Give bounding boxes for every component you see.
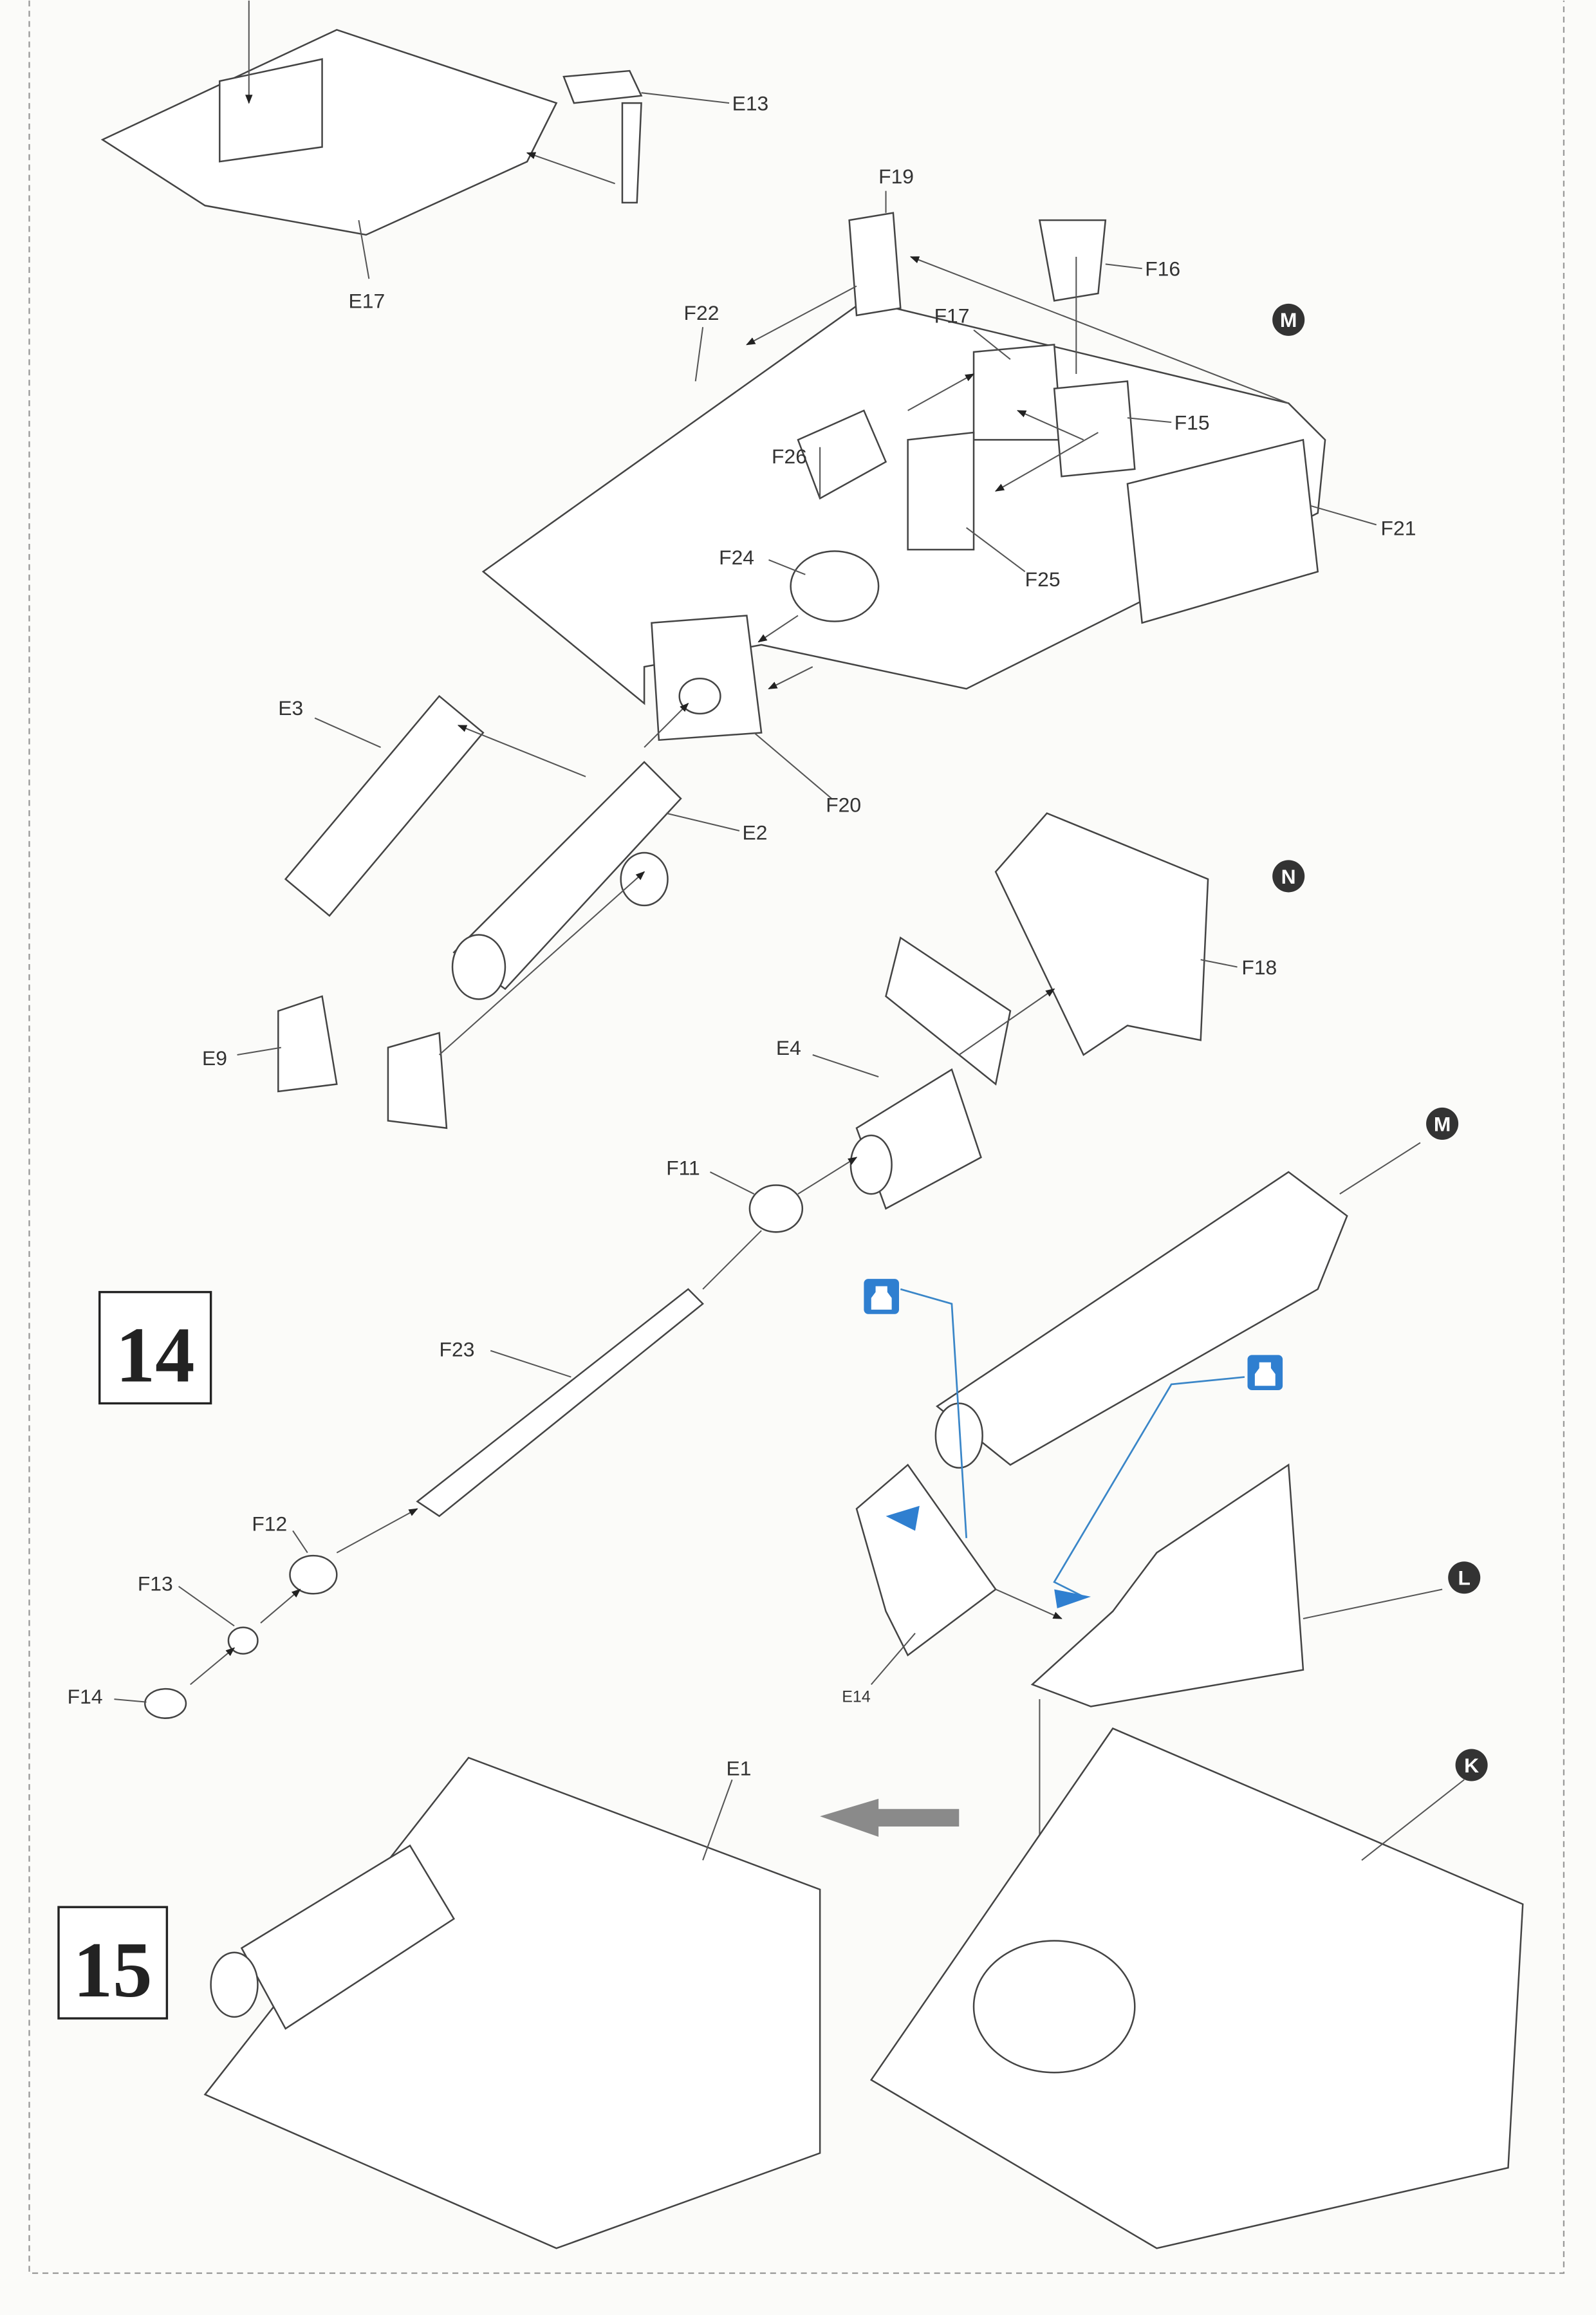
part-label: E14 (842, 1688, 871, 1706)
part-label: F22 (684, 301, 719, 324)
svg-text:M: M (1280, 308, 1297, 331)
part-label: F13 (138, 1572, 173, 1595)
floor-assembly-top (100, 0, 730, 279)
glue-bottle-icon (1247, 1355, 1283, 1391)
hull-interior-assembled (203, 1756, 821, 2249)
part-label: F18 (1241, 956, 1277, 979)
part-label: F23 (440, 1338, 475, 1361)
glue-bottle-icon (864, 1279, 899, 1314)
step-14-box: 14 (98, 1290, 212, 1405)
part-label: E4 (776, 1036, 801, 1059)
svg-text:N: N (1281, 865, 1296, 888)
part-label: F24 (719, 546, 754, 569)
part-labels: E13 E17 F19 F16 F22 F17 F15 F26 F21 F24 … (68, 91, 1416, 1780)
hull-interior-base (869, 1727, 1524, 2249)
step-number: 14 (116, 1311, 195, 1399)
step-15-box: 15 (57, 1906, 169, 2020)
part-label: F26 (772, 445, 807, 468)
assembly-arrow-icon (820, 1798, 960, 1837)
part-label: E1 (727, 1756, 752, 1780)
part-label: F21 (1381, 516, 1416, 539)
part-label: E9 (202, 1046, 227, 1070)
part-label: F17 (934, 304, 970, 327)
part-label: F25 (1025, 568, 1061, 591)
part-label: E3 (278, 696, 303, 720)
cradle-assembly (237, 694, 740, 1130)
marker-m: M (1272, 303, 1305, 336)
step-number: 15 (73, 1926, 153, 2014)
barrel-assembly (114, 812, 1238, 1719)
svg-text:M: M (1434, 1112, 1451, 1135)
part-label: F14 (68, 1685, 103, 1708)
part-label: E17 (349, 290, 385, 313)
part-label: E2 (743, 821, 768, 844)
marker-m: M (1426, 1107, 1459, 1140)
page-border (28, 0, 1565, 2274)
part-label: F19 (878, 165, 914, 188)
part-label: F12 (252, 1512, 287, 1535)
part-label: F16 (1145, 257, 1180, 281)
part-label: E13 (732, 91, 769, 115)
breech-frame-assembly (481, 191, 1377, 799)
marker-n: N (1272, 860, 1305, 893)
svg-text:L: L (1458, 1567, 1471, 1590)
marker-l: L (1448, 1561, 1481, 1594)
part-label: F20 (826, 793, 861, 816)
marker-k: K (1455, 1749, 1488, 1781)
part-label: F11 (666, 1157, 700, 1180)
svg-text:K: K (1464, 1754, 1479, 1777)
part-label: F15 (1174, 411, 1210, 434)
gun-mount-assembly (855, 1142, 1443, 2037)
